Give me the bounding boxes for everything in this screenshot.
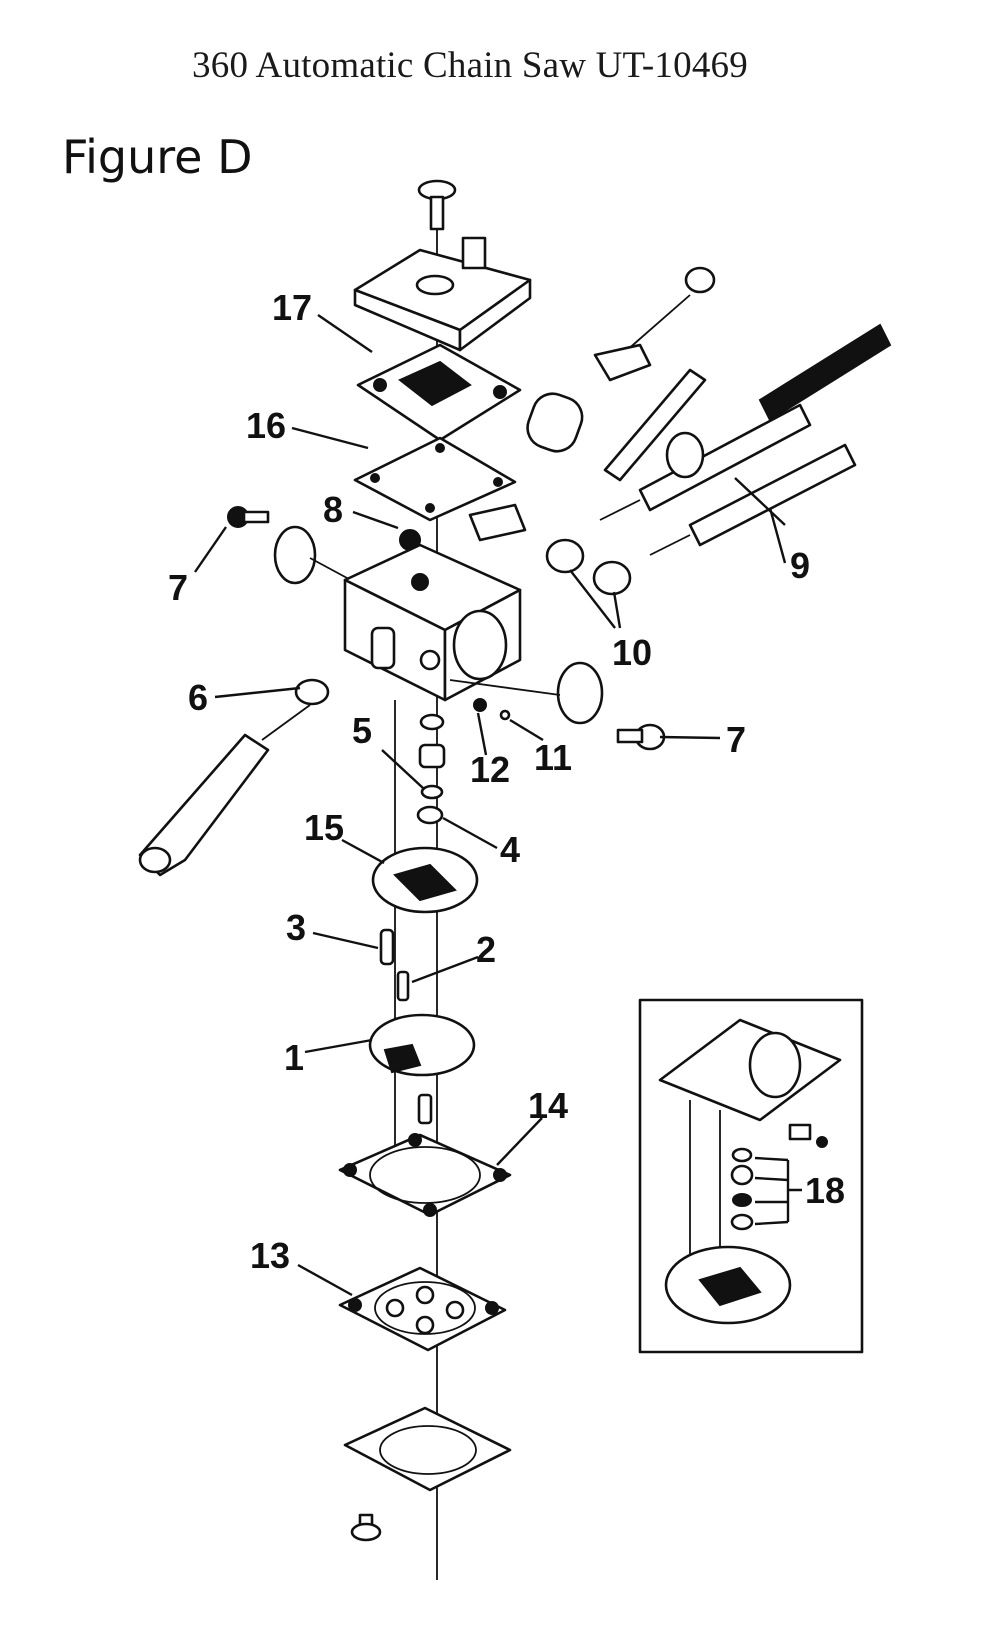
callout-12: 12	[470, 749, 510, 790]
right-plate-and-screw	[449, 661, 666, 751]
pump-cover	[353, 236, 532, 352]
metering-spring	[396, 970, 410, 1002]
leader-16	[291, 426, 369, 450]
leader-9	[734, 477, 787, 564]
top-cover-screw	[417, 179, 457, 231]
callout-18: 18	[805, 1170, 845, 1211]
callout-7-right: 7	[726, 719, 746, 760]
leader-7a	[194, 526, 227, 573]
callout-1: 1	[284, 1037, 304, 1078]
metering-plate	[371, 846, 479, 914]
callout-16: 16	[246, 405, 286, 446]
diaphragm-plate	[338, 1266, 507, 1352]
leader-12	[476, 712, 488, 756]
callout-13: 13	[250, 1235, 290, 1276]
leader-4	[442, 816, 498, 850]
bottom-cover	[343, 1406, 512, 1492]
pump-diaphragm-part	[356, 343, 522, 442]
adjusting-needle-lower	[649, 443, 857, 556]
figure-label: Figure D	[62, 130, 253, 184]
small-parts-stack	[416, 698, 511, 825]
leader-10	[569, 569, 622, 629]
leader-2	[411, 955, 479, 984]
needle-springs	[545, 538, 632, 596]
leader-8	[352, 510, 399, 530]
leader-5	[381, 749, 424, 789]
linkage-parts	[468, 266, 716, 542]
bottom-screw	[350, 1513, 382, 1542]
leader-14	[496, 1117, 543, 1166]
inset-detail-box	[638, 998, 864, 1354]
callout-10: 10	[612, 632, 652, 673]
callout-4: 4	[500, 829, 520, 870]
inlet-needle	[379, 928, 395, 966]
callout-8: 8	[323, 489, 343, 530]
callout-7-left: 7	[168, 567, 188, 608]
leader-15	[341, 838, 385, 865]
leader-7b	[659, 735, 721, 740]
leader-1	[304, 1038, 373, 1054]
callout-3: 3	[286, 907, 306, 948]
diaphragm-pin	[417, 1093, 433, 1125]
pump-gasket-part	[353, 436, 517, 522]
page-title: 360 Automatic Chain Saw UT-10469	[192, 45, 748, 86]
callout-9: 9	[790, 545, 810, 586]
leader-13	[297, 1263, 353, 1297]
left-plate-and-screw	[227, 506, 361, 586]
callout-5: 5	[352, 710, 372, 751]
throttle-shaft-and-spring	[138, 678, 330, 877]
leader-18	[754, 1156, 802, 1226]
metering-gasket	[338, 1133, 512, 1217]
callout-14: 14	[528, 1085, 568, 1126]
callout-2: 2	[476, 929, 496, 970]
callout-17: 17	[272, 287, 312, 328]
callout-15: 15	[304, 807, 344, 848]
callout-11: 11	[534, 737, 572, 778]
carburetor-body	[343, 543, 522, 702]
callout-6: 6	[188, 677, 208, 718]
adjusting-needle-upper	[599, 323, 892, 521]
leader-6	[214, 686, 301, 699]
leader-3	[312, 931, 379, 950]
leader-17	[317, 314, 373, 353]
metering-diaphragm	[368, 1013, 476, 1077]
leader-11	[509, 718, 544, 742]
